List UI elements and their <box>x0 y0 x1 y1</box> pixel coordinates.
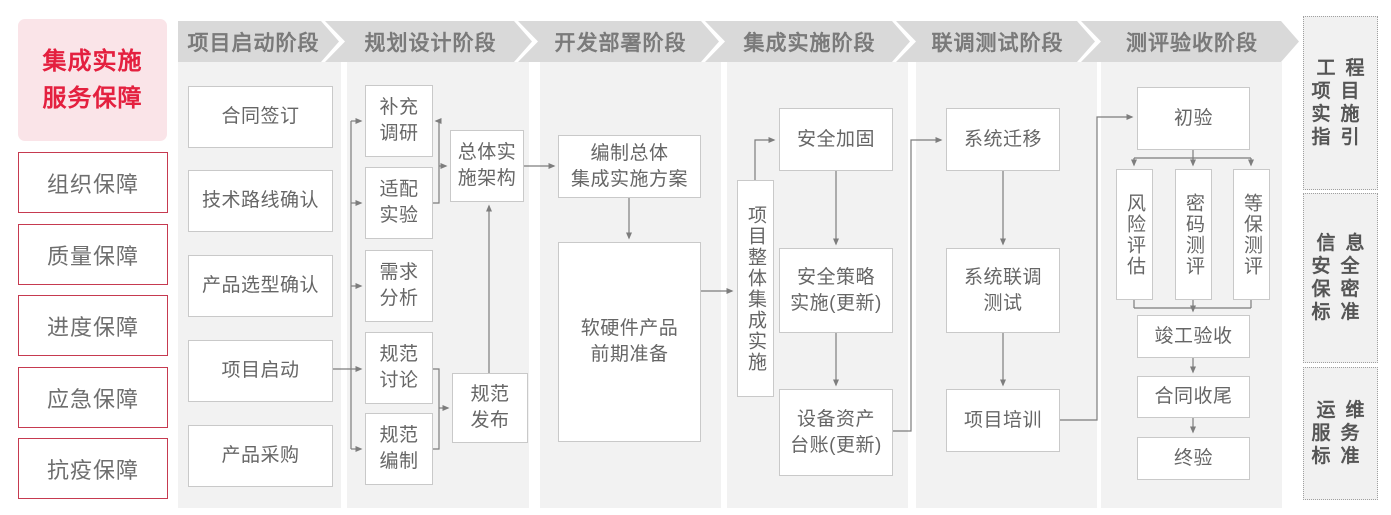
node-project-training: 项目培训 <box>946 389 1060 452</box>
node-hw-sw-preparation: 软硬件产品 前期准备 <box>558 242 701 442</box>
node-risk-assessment: 风险评估 <box>1116 169 1153 300</box>
guarantee-organization: 组织保障 <box>18 152 168 213</box>
node-project-kickoff: 项目启动 <box>188 340 333 402</box>
node-initial-acceptance: 初验 <box>1137 87 1250 150</box>
node-joint-debug-test: 系统联调 测试 <box>946 248 1060 333</box>
phase-banner-joint-test: 联调测试阶段 <box>896 21 1095 62</box>
node-overall-integration-plan: 编制总体 集成实施方案 <box>558 135 701 198</box>
node-overall-project-integration: 项目整体集成实施 <box>737 180 774 397</box>
standard-box-information-security-standards: 信息 安全 保密 标准 <box>1303 193 1378 363</box>
node-supplementary-research: 补充 调研 <box>365 85 433 157</box>
node-crypto-evaluation: 密码测评 <box>1175 169 1212 300</box>
standard-box-project-implementation-guide: 工程 项目 实施 指引 <box>1303 16 1378 190</box>
node-classified-protection-evaluation: 等保测评 <box>1233 169 1270 300</box>
phase-banner-integration: 集成实施阶段 <box>705 21 910 62</box>
node-contract-signing: 合同签订 <box>188 86 333 148</box>
node-product-selection-confirm: 产品选型确认 <box>188 255 333 317</box>
diagram-title: 集成实施 服务保障 <box>18 19 167 141</box>
node-overall-impl-architecture: 总体实 施架构 <box>450 130 524 202</box>
node-final-acceptance: 终验 <box>1137 437 1250 480</box>
node-security-policy-implementation: 安全策略 实施(更新) <box>779 248 893 333</box>
node-spec-release: 规范 发布 <box>452 373 528 443</box>
node-requirement-analysis: 需求 分析 <box>365 250 433 322</box>
phase-banner-evaluation-acceptance: 测评验收阶段 <box>1081 21 1299 62</box>
node-tech-route-confirm: 技术路线确认 <box>188 170 333 232</box>
node-security-hardening: 安全加固 <box>779 108 893 171</box>
node-system-migration: 系统迁移 <box>946 108 1060 171</box>
node-spec-drafting: 规范 编制 <box>365 413 433 485</box>
guarantee-epidemic: 抗疫保障 <box>18 438 168 499</box>
node-completion-acceptance: 竣工验收 <box>1137 315 1250 358</box>
standard-box-operation-service-standards: 运维 服务 标准 <box>1303 367 1378 500</box>
phase-banner-kickoff: 项目启动阶段 <box>178 21 339 62</box>
guarantee-quality: 质量保障 <box>18 224 168 285</box>
guarantee-schedule: 进度保障 <box>18 295 168 356</box>
phase-banner-dev-deploy: 开发部署阶段 <box>518 21 719 62</box>
node-product-procurement: 产品采购 <box>188 425 333 487</box>
phase-banner-planning-design: 规划设计阶段 <box>325 21 532 62</box>
node-contract-closure: 合同收尾 <box>1137 376 1250 418</box>
node-asset-ledger-update: 设备资产 台账(更新) <box>779 389 893 476</box>
node-spec-discussion: 规范 讨论 <box>365 332 433 404</box>
node-adaptation-test: 适配 实验 <box>365 167 433 239</box>
guarantee-emergency: 应急保障 <box>18 367 168 428</box>
